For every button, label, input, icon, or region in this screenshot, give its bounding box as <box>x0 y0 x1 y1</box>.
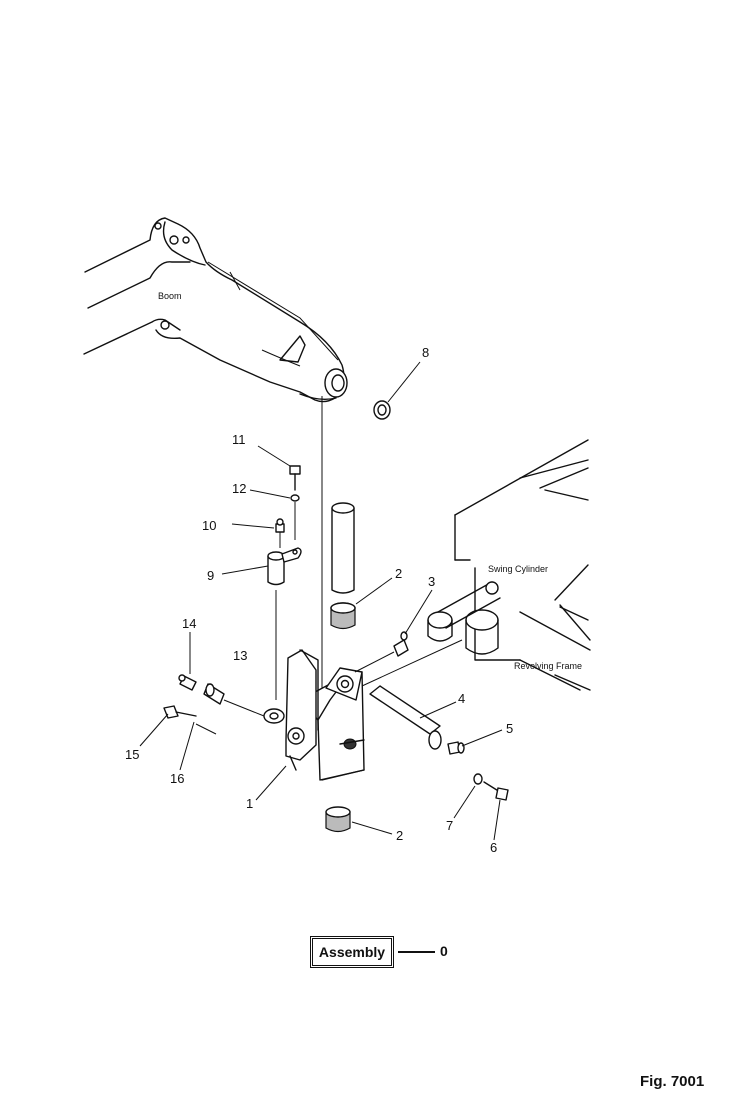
revolving-frame-label: Revolving Frame <box>514 661 582 671</box>
assembly-button[interactable]: Assembly <box>310 936 394 968</box>
bolt-part-15 <box>163 705 197 719</box>
callout-4: 4 <box>458 691 465 706</box>
callout-3: 3 <box>428 574 435 589</box>
pin-part-4 <box>361 639 463 750</box>
boom-part: Boom <box>83 217 348 403</box>
washer-part-16 <box>195 723 217 735</box>
swing-bracket-part-1 <box>263 649 365 781</box>
grease-fitting-part-14 <box>178 674 197 691</box>
callout-5: 5 <box>506 721 513 736</box>
washer-part-7 <box>473 773 483 785</box>
callout-11: 11 <box>232 432 246 447</box>
callout-9: 9 <box>207 568 214 583</box>
callout-8: 8 <box>422 345 429 360</box>
swing-cylinder-label: Swing Cylinder <box>488 564 548 574</box>
bracket-pin <box>331 502 355 594</box>
upper-bushing-part-2 <box>330 602 356 630</box>
bolt-part-11 <box>289 465 301 491</box>
bolt-part-6 <box>483 781 509 801</box>
callout-1: 1 <box>246 796 253 811</box>
lower-bushing-part-2 <box>325 806 351 833</box>
boom-label: Boom <box>158 291 182 301</box>
revolving-frame-part: Swing Cylinder Revolving Frame <box>427 439 591 691</box>
assembly-connector <box>398 951 435 953</box>
figure-label: Fig. 7001 <box>640 1073 705 1090</box>
washer-part-8 <box>373 400 391 420</box>
grease-fitting-part-3 <box>354 631 409 673</box>
assembly-number: 0 <box>440 943 448 959</box>
grease-fitting-part-10 <box>275 518 285 548</box>
callout-15: 15 <box>125 747 139 762</box>
washer-part-12 <box>290 494 300 540</box>
callout-13: 13 <box>233 648 247 663</box>
callout-2-lower: 2 <box>396 828 403 843</box>
callout-12: 12 <box>232 481 246 496</box>
bushing-part-13 <box>203 683 265 717</box>
callout-16: 16 <box>170 771 184 786</box>
callout-2-upper: 2 <box>395 566 402 581</box>
pin-part-9 <box>267 547 302 700</box>
callout-7: 7 <box>446 818 453 833</box>
callout-14: 14 <box>182 616 196 631</box>
callout-10: 10 <box>202 518 216 533</box>
grease-fitting-part-5 <box>447 741 465 755</box>
callout-6: 6 <box>490 840 497 855</box>
